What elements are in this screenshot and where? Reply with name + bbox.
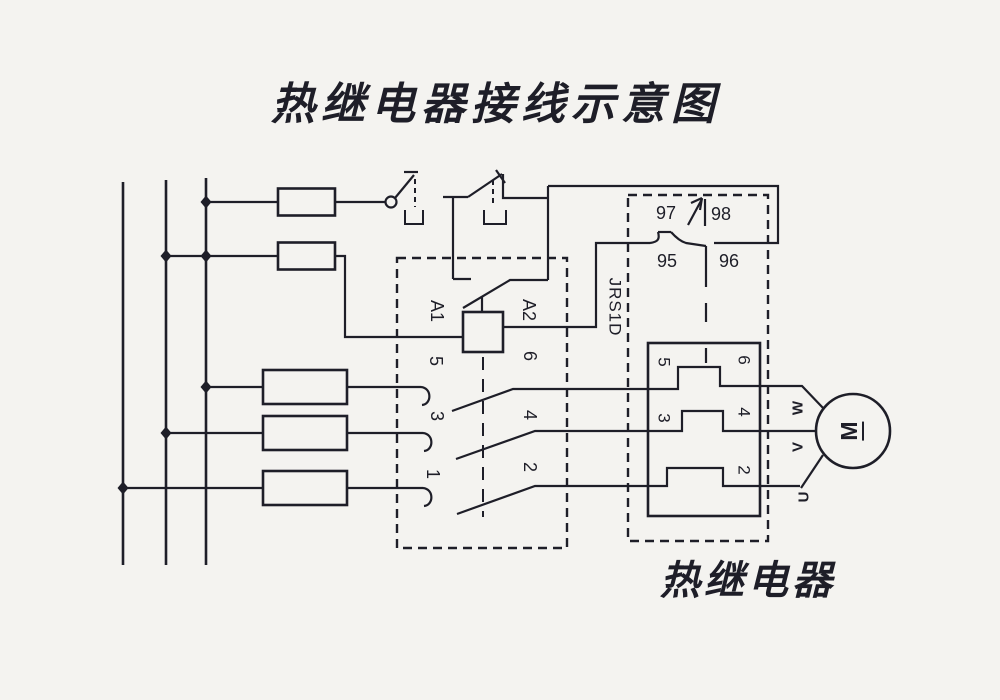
motor-m-label: M [836,421,864,441]
relay-terminal-3: 3 [654,413,674,423]
contactor-pole-5: 5 [426,355,446,367]
fuse-icon [261,368,349,406]
relay-terminal-97: 97 [655,203,677,223]
relay-trip-contact-icon [649,196,708,363]
fuse-icon [261,469,349,507]
coil-terminal-a1: A1 [427,299,447,323]
contact-arc-icon [422,431,433,453]
contactor-coil-icon [461,241,650,354]
relay-model-label: JRS1D [605,277,625,337]
thermal-relay-boundary-box [626,193,770,543]
fuse-icon [276,187,337,217]
relay-heater-block [646,341,762,518]
fuse-icon [261,414,349,452]
heater-element-icon [649,409,760,433]
relay-terminal-6: 6 [734,355,754,365]
motor-circle-icon [814,392,892,470]
branch-wires [123,200,463,490]
relay-terminal-2: 2 [734,465,754,475]
contactor-main-contacts [420,357,649,517]
junction-dots [117,195,212,495]
contactor-pole-4: 4 [520,409,540,421]
fuse-icon [276,241,337,271]
power-rails [121,178,208,565]
motor-phase-v: V [789,441,807,453]
relay-terminal-96: 96 [718,251,740,271]
enclosure-boxes [395,193,770,550]
motor-phase-u: U [795,491,813,503]
fuse-symbols [261,187,349,507]
relay-terminal-98: 98 [710,204,732,224]
contactor-pole-2: 2 [520,461,540,473]
contactor-pole-1: 1 [423,468,443,480]
relay-terminal-95: 95 [656,251,678,271]
contactor-pole-6: 6 [520,350,540,362]
aux-contact-and-control-wires [451,184,780,309]
contactor-pole-3: 3 [427,410,447,422]
contactor-boundary-box [395,256,569,550]
relay-caption: 热继电器 [660,558,836,603]
contact-arc-icon [422,486,433,508]
coil-terminal-a2: A2 [519,298,539,322]
relay-terminal-5: 5 [654,357,674,367]
motor-symbol [760,384,892,489]
knife-switch-icon [384,170,424,225]
start-button-icon [443,169,548,225]
heater-element-icon [649,365,760,391]
relay-terminal-4: 4 [734,407,754,417]
motor-phase-w: W [789,400,807,416]
heater-element-icon [649,466,760,488]
page-title: 热继电器接线示意图 [271,80,721,129]
contact-arc-icon [420,385,431,407]
